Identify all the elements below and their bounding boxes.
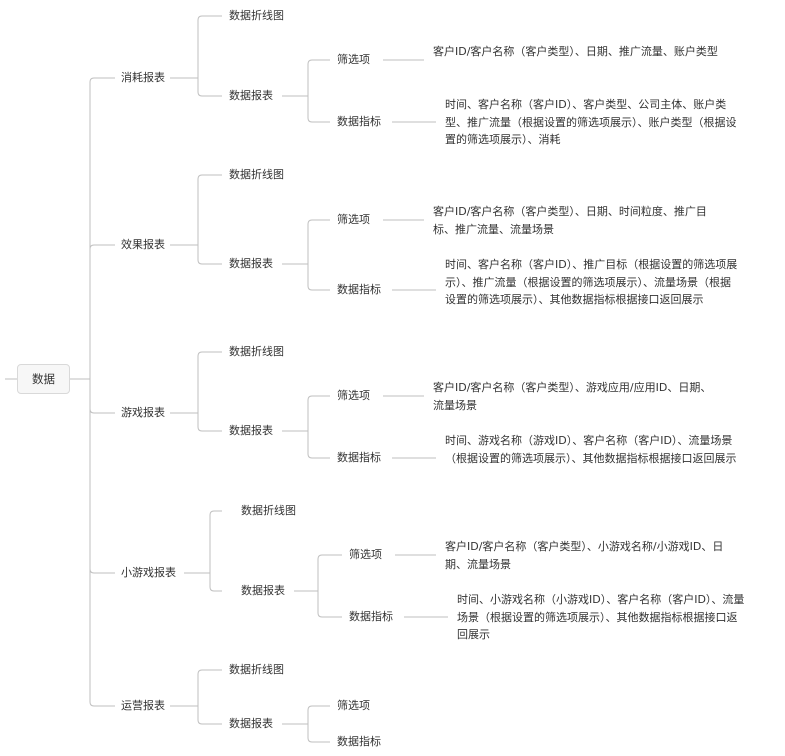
node-game-metric: 数据指标 [337,451,381,464]
node-game-filter-detail: 客户ID/客户名称（客户类型）、游戏应用/应用ID、日期、流量场景 [433,381,712,412]
connector-r4-line-chart [184,510,222,574]
node-consumption-line-chart: 数据折线图 [229,9,284,22]
node-consumption-metric-detail: 时间、客户名称（客户ID）、客户类型、公司主体、账户类型、推广流量（根据设置的筛… [445,98,737,146]
node-mini-game-filter-detail: 客户ID/客户名称（客户类型）、小游戏名称/小游戏ID、日期、流量场景 [445,540,724,571]
node-effect-filter: 筛选项 [337,213,370,226]
node-game-data-table: 数据报表 [229,424,273,437]
node-operation-report: 运营报表 [121,699,165,712]
node-consumption-filter-detail: 客户ID/客户名称（客户类型）、日期、推广流量、账户类型 [433,45,718,58]
connector-r5-data-table [170,705,222,725]
node-consumption-metric: 数据指标 [337,115,381,128]
node-operation-filter: 筛选项 [337,699,370,712]
connector-r2-line-chart [170,174,222,246]
connector-r4-filter [294,554,342,592]
node-game-metric-detail: 时间、游戏名称（游戏ID）、客户名称（客户ID）、流量场景（根据设置的筛选项展示… [445,434,737,465]
connector-root-r2 [70,244,115,380]
node-mini-game-filter: 筛选项 [349,548,382,561]
connector-r2-filter [282,219,330,265]
connector-r2-metric [282,263,330,291]
connector-r3-line-chart [170,351,222,414]
connector-root-r4 [70,378,115,574]
node-operation-line-chart: 数据折线图 [229,663,284,676]
node-game-filter: 筛选项 [337,389,370,402]
connector-r3-filter [282,395,330,432]
node-effect-data-table: 数据报表 [229,257,273,270]
connector-r4-metric [294,590,342,618]
connector-r3-metric [282,430,330,459]
connector-r5-filter [282,705,330,725]
node-game-line-chart: 数据折线图 [229,345,284,358]
connector-root-r5 [70,378,115,707]
node-effect-report: 效果报表 [121,238,165,251]
node-operation-data-table: 数据报表 [229,717,273,730]
node-mini-game-metric-detail: 时间、小游戏名称（小游戏ID）、客户名称（客户ID）、流量场景（根据设置的筛选项… [457,593,745,641]
node-mini-game-report: 小游戏报表 [121,566,176,579]
node-mini-game-data-table: 数据报表 [241,584,285,597]
node-mini-game-line-chart: 数据折线图 [241,504,296,517]
connector-r3-data-table [170,412,222,432]
node-effect-metric-detail: 时间、客户名称（客户ID）、推广目标（根据设置的筛选项展示）、推广流量（根据设置… [445,258,738,306]
node-consumption-filter: 筛选项 [337,53,370,66]
connector-r1-data-table [170,77,222,97]
node-effect-filter-detail: 客户ID/客户名称（客户类型）、日期、时间粒度、推广目标、推广流量、流量场景 [433,205,707,236]
node-effect-metric: 数据指标 [337,283,381,296]
node-consumption-data-table: 数据报表 [229,89,273,102]
connector-r5-line-chart [170,669,222,707]
connector-r1-line-chart [170,15,222,79]
node-effect-line-chart: 数据折线图 [229,168,284,181]
connector-r5-metric [282,723,330,743]
root-node-data: 数据 [17,364,70,394]
node-mini-game-metric: 数据指标 [349,610,393,623]
connector-r4-data-table [184,572,222,592]
connector-root-r3 [70,378,115,414]
connector-r1-metric [282,95,330,123]
connector-root-r1 [70,77,115,380]
node-consumption-report: 消耗报表 [121,71,165,84]
connector-r2-data-table [170,244,222,265]
connector-r1-filter [282,59,330,97]
node-game-report: 游戏报表 [121,406,165,419]
node-operation-metric: 数据指标 [337,735,381,748]
